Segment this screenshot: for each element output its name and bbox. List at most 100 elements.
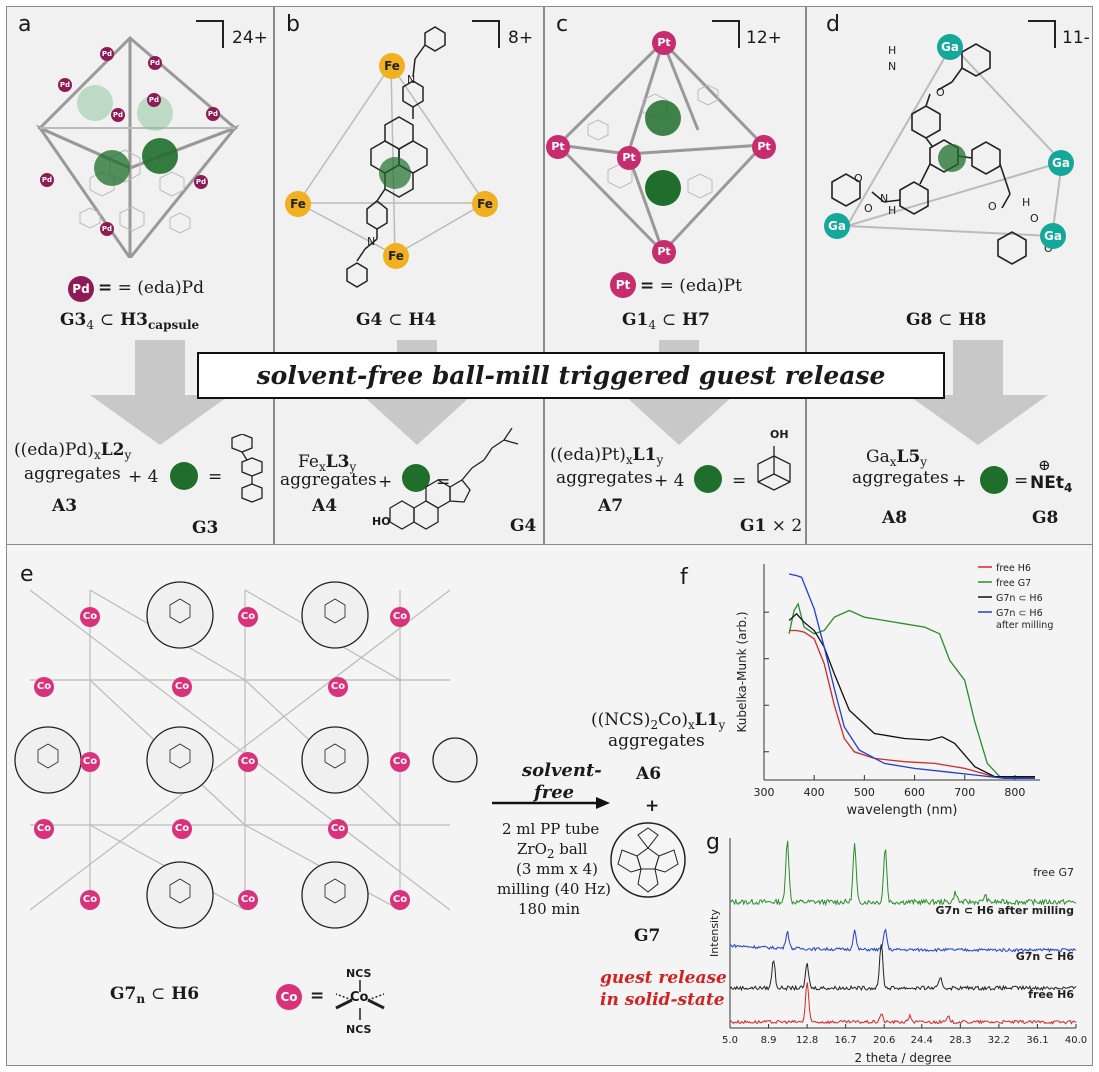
co-atom: Co (172, 819, 192, 839)
aggregate-a-ligand: L2 (100, 440, 125, 460)
aggregate-b-y: y (349, 460, 357, 474)
panel-label-e: e (20, 562, 34, 587)
condition-2: ZrO2 ball (517, 840, 587, 861)
aggregate-b-x: x (318, 460, 326, 474)
cage-b: N N (297, 26, 486, 288)
series-line (789, 629, 1035, 778)
panel-d (806, 6, 1093, 544)
series-label: G7n ⊂ H6 (1016, 950, 1075, 963)
complex-d-host: H8 (958, 310, 987, 330)
pt-atom: Pt (652, 31, 676, 55)
ho-label: HO (372, 515, 391, 528)
pd-legend-text: = = (eda)Pd (98, 278, 204, 298)
pt-atom: Pt (652, 240, 676, 264)
co-atom: Co (172, 677, 192, 697)
x-tick-label: 800 (1004, 786, 1025, 799)
cholesterol-structure (389, 428, 519, 530)
equals-b: = (436, 472, 451, 492)
aggregate-d-y: y (920, 455, 928, 469)
aggregate-a: ((eda)Pd)xL2y (14, 440, 131, 462)
condition-1: 2 ml PP tube (502, 820, 600, 838)
co-atom: Co (238, 890, 258, 910)
co-atom: Co (238, 607, 258, 627)
guest-d-label: G8 (1032, 508, 1059, 528)
complex-d: G8 ⊂ H8 (906, 310, 987, 330)
x-tick-label: 8.9 (761, 1035, 777, 1046)
panel-label-d: d (826, 12, 840, 37)
divider-bc (543, 6, 545, 544)
aggregate-e-code: A6 (636, 764, 662, 784)
ga-atom: Ga (824, 213, 850, 239)
guest-b-label: G4 (510, 516, 537, 536)
complex-e: G7n ⊂ H6 (110, 984, 200, 1006)
complex-a-sub: 4 (86, 318, 94, 332)
arrow-label-2: free (534, 782, 575, 803)
fullerene-product (610, 822, 686, 898)
series-pattern (729, 982, 1077, 1025)
guest-d-charge: ⊕ (1038, 456, 1051, 474)
cage-a (35, 35, 240, 258)
x-tick-label: 600 (904, 786, 925, 799)
pt-atom: Pt (752, 135, 776, 159)
x-tick-label: 500 (854, 786, 875, 799)
co-atom: Co (238, 752, 258, 772)
x-tick-label: 28.3 (949, 1035, 971, 1046)
pd-atom: Pd (111, 108, 125, 122)
pd-atom: Pd (100, 47, 114, 61)
aggregate-e-2: 2 (650, 718, 659, 732)
aggregate-e-prefix: ((NCS) (591, 710, 651, 730)
condition-5: 180 min (518, 900, 581, 918)
svg-text:O: O (1030, 212, 1039, 225)
pd-atom: Pd (100, 222, 114, 236)
aggregate-c-code: A7 (598, 496, 624, 516)
equals-d: = (1014, 471, 1029, 491)
svg-text:H: H (888, 204, 896, 217)
divider-ab (273, 6, 275, 544)
condition-4: milling (40 Hz) (497, 880, 611, 898)
arrow-label-1: solvent- (522, 760, 602, 781)
charge-bracket-b (472, 20, 500, 48)
x-tick-label: 5.0 (722, 1035, 738, 1046)
aggregate-b-code: A4 (312, 496, 338, 516)
coef-c: + 4 (654, 471, 685, 491)
complex-c-sub: 4 (648, 318, 656, 332)
complex-a: G34 ⊂ H3capsule (60, 310, 200, 332)
svg-text:O: O (936, 86, 945, 99)
ncs-top: NCS (346, 967, 372, 980)
ga-atom: Ga (1048, 150, 1074, 176)
coef-d: + (952, 471, 967, 491)
pd-atom: Pd (206, 107, 220, 121)
complex-c-guest: G1 (622, 310, 649, 330)
legend-entry: free G7 (996, 578, 1031, 589)
panel-c (544, 6, 806, 544)
aggregate-b-word: aggregates (280, 470, 377, 490)
adamantanol-structure (757, 446, 791, 491)
complex-b: G4 ⊂ H4 (356, 310, 437, 330)
x-tick-label: 700 (954, 786, 975, 799)
plus-e: + (645, 796, 660, 816)
x-tick-label: 24.4 (911, 1035, 933, 1046)
charge-bracket-a (196, 20, 224, 48)
aggregate-e-word: aggregates (608, 731, 705, 751)
pd-legend-atom: Pd (68, 276, 94, 302)
svg-text:O: O (988, 200, 997, 213)
pt-legend-rhs: = (eda)Pt (659, 276, 742, 296)
aggregate-a-y: y (124, 448, 132, 462)
reaction-arrow (492, 797, 610, 809)
svg-text:N: N (367, 235, 375, 248)
ga-atom: Ga (937, 34, 963, 60)
co-legend-equals: = (310, 986, 325, 1006)
guest-d-cation-text: NEt (1030, 473, 1064, 493)
aggregate-e-x: x (687, 718, 695, 732)
aggregate-e-co: Co) (658, 710, 688, 730)
charge-a: 24+ (232, 28, 268, 48)
complex-e-sub: n (136, 992, 146, 1006)
panel-label-g: g (706, 830, 720, 855)
fe-atom: Fe (379, 53, 405, 79)
legend-entry: G7n ⊂ H6 (996, 593, 1043, 604)
fe-atom: Fe (285, 191, 311, 217)
equals-c: = (732, 471, 747, 491)
aggregate-a-x: x (93, 448, 101, 462)
charge-d: 11- (1062, 28, 1090, 48)
aggregate-c-x: x (625, 453, 633, 467)
